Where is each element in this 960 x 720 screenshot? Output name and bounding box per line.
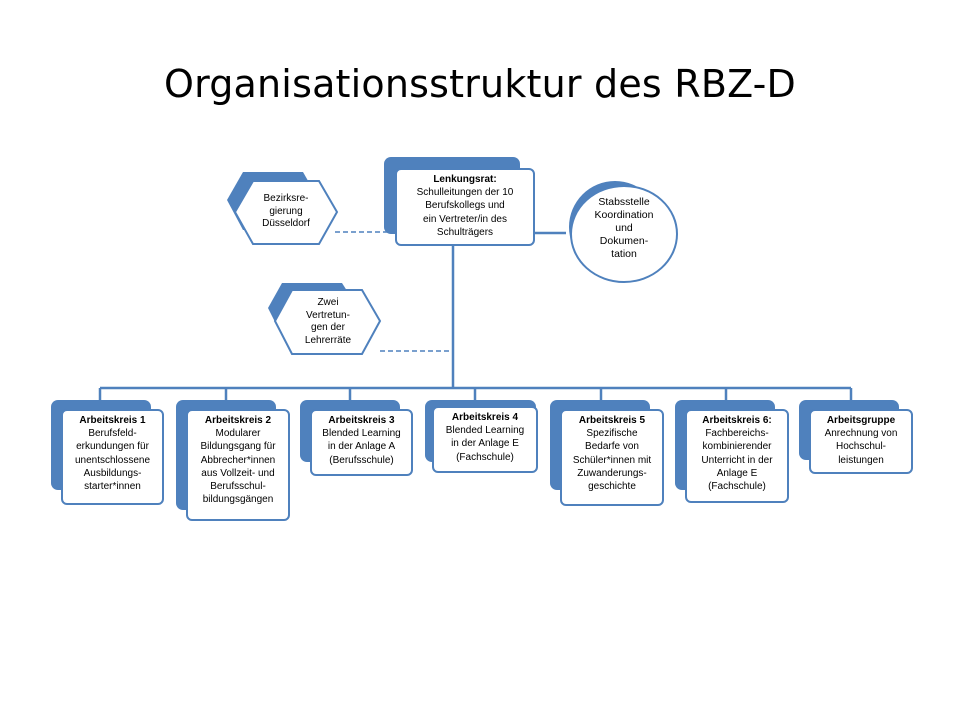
bezirksregierung-hexagon: Bezirksre- gierung Düsseldorf bbox=[225, 168, 340, 250]
lehrerraete-text: Zwei Vertretun- gen der Lehrerräte bbox=[304, 297, 352, 346]
arbeitskreis-card-4: Arbeitskreis 4 Blended Learning in der A… bbox=[425, 400, 540, 475]
lenkungsrat-text: Schulleitungen der 10 Berufskollegs und … bbox=[416, 187, 514, 238]
arbeitsgruppe-heading: Arbeitsgruppe bbox=[826, 415, 896, 426]
arbeitskreis-card-1: Arbeitskreis 1 Berufsfeld- erkundungen f… bbox=[51, 400, 166, 507]
arbeitskreis-text-6: Fachbereichs- kombinierender Unterricht … bbox=[701, 428, 773, 493]
arbeitsgruppe-text: Anrechnung von Hochschul- leistungen bbox=[824, 428, 898, 466]
arbeitskreis-text-5: Spezifische Bedarfe von Schüler*innen mi… bbox=[572, 428, 652, 493]
arbeitskreis-heading-4: Arbeitskreis 4 bbox=[451, 412, 519, 423]
arbeitskreis-heading-1: Arbeitskreis 1 bbox=[79, 415, 146, 426]
arbeitskreis-card-2: Arbeitskreis 2 Modularer Bildungsgang fü… bbox=[176, 400, 292, 523]
arbeitskreis-text-4: Blended Learning in der Anlage E (Fachsc… bbox=[445, 425, 525, 463]
lenkungsrat-card: Lenkungsrat: Schulleitungen der 10 Beruf… bbox=[384, 157, 536, 249]
arbeitskreis-text-3: Blended Learning in der Anlage A (Berufs… bbox=[322, 428, 401, 466]
lenkungsrat-heading: Lenkungsrat: bbox=[433, 174, 497, 185]
arbeitskreis-heading-6: Arbeitskreis 6: bbox=[702, 415, 772, 426]
lehrerraete-hexagon: Zwei Vertretun- gen der Lehrerräte bbox=[266, 280, 384, 360]
arbeitskreis-card-6: Arbeitskreis 6: Fachbereichs- kombiniere… bbox=[675, 400, 791, 505]
arbeitskreis-heading-5: Arbeitskreis 5 bbox=[578, 415, 646, 426]
arbeitskreis-text-1: Berufsfeld- erkundungen für unentschloss… bbox=[74, 428, 151, 493]
stabsstelle-circle: Stabsstelle Koordination und Dokumen- ta… bbox=[563, 176, 681, 286]
stabsstelle-text: Stabsstelle Koordination und Dokumen- ta… bbox=[594, 196, 654, 260]
arbeitsgruppe-card: Arbeitsgruppe Anrechnung von Hochschul- … bbox=[799, 400, 915, 476]
arbeitskreis-heading-3: Arbeitskreis 3 bbox=[328, 415, 395, 426]
arbeitskreis-heading-2: Arbeitskreis 2 bbox=[204, 415, 272, 426]
slide-title: Organisationsstruktur des RBZ-D bbox=[163, 62, 797, 106]
arbeitskreis-card-5: Arbeitskreis 5 Spezifische Bedarfe von S… bbox=[550, 400, 666, 508]
bezirksregierung-text: Bezirksre- gierung Düsseldorf bbox=[262, 193, 310, 229]
arbeitskreis-text-2: Modularer Bildungsgang für Abbrecher*inn… bbox=[200, 428, 276, 506]
arbeitskreis-card-3: Arbeitskreis 3 Blended Learning in der A… bbox=[300, 400, 415, 478]
